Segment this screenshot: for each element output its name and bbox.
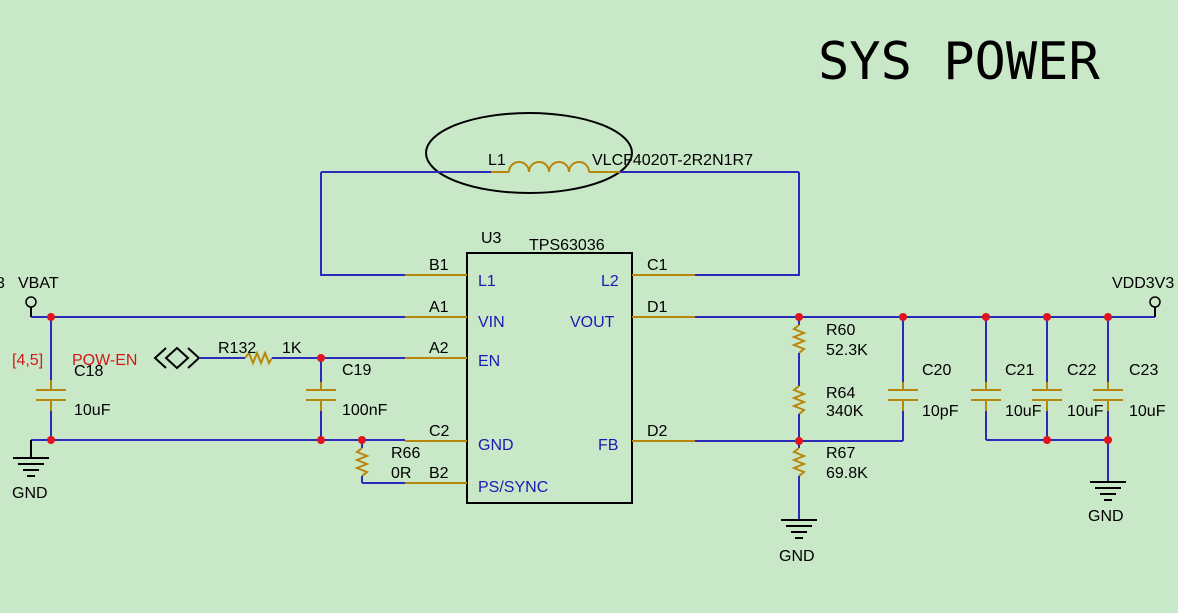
capacitor-c21: C21 10uF bbox=[971, 317, 1042, 440]
c22-ref: C22 bbox=[1067, 362, 1096, 379]
ic-ref: U3 bbox=[481, 230, 502, 247]
junction-dot bbox=[982, 313, 990, 321]
page-title: SYS POWER bbox=[818, 32, 1100, 92]
c23-ref: C23 bbox=[1129, 362, 1158, 379]
r67-ref: R67 bbox=[826, 445, 855, 462]
capacitor-c19: C19 100nF bbox=[306, 358, 388, 440]
c21-value: 10uF bbox=[1005, 403, 1042, 420]
ground-symbol-right: GND bbox=[1088, 481, 1126, 525]
c18-value: 10uF bbox=[74, 402, 111, 419]
vdd3v3-label: VDD3V3 bbox=[1112, 275, 1174, 292]
pin-d1-number: D1 bbox=[647, 299, 668, 316]
resistor-r66: R66 0R bbox=[354, 440, 420, 484]
resistor-r132: R132 1K bbox=[218, 340, 405, 366]
junction-dot bbox=[795, 437, 803, 445]
c20-ref: C20 bbox=[922, 362, 951, 379]
r66-ref: R66 bbox=[391, 445, 420, 462]
pow-en-sheet-ref: [4,5] bbox=[12, 352, 43, 369]
resistor-r60: R60 52.3K bbox=[791, 317, 868, 359]
inductor-value: VLCF4020T-2R2N1R7 bbox=[592, 152, 753, 169]
junction-dot bbox=[358, 436, 366, 444]
r132-value: 1K bbox=[282, 340, 302, 357]
gnd-label-left: GND bbox=[12, 485, 48, 502]
pin-c1-name: L2 bbox=[601, 273, 619, 290]
pin-b2-name: PS/SYNC bbox=[478, 479, 548, 496]
pin-d1-name: VOUT bbox=[570, 314, 615, 331]
vbat-label: VBAT bbox=[18, 275, 59, 292]
pin-b2-number: B2 bbox=[429, 465, 449, 482]
junction-dots bbox=[47, 313, 1112, 445]
highlight-ellipse bbox=[425, 112, 633, 194]
pin-b1-name: L1 bbox=[478, 273, 496, 290]
ic-body bbox=[466, 252, 633, 504]
c20-value: 10pF bbox=[922, 403, 959, 420]
pin-d2-number: D2 bbox=[647, 423, 668, 440]
resistor-r67: R67 69.8K bbox=[791, 445, 868, 520]
c23-value: 10uF bbox=[1129, 403, 1166, 420]
pin-c1-number: C1 bbox=[647, 257, 668, 274]
vbat-port: VBAT bbox=[18, 275, 59, 317]
c18-ref: C18 bbox=[74, 363, 103, 380]
c19-ref: C19 bbox=[342, 362, 371, 379]
pow-en-label: POW-EN bbox=[72, 352, 137, 369]
ground-symbol-mid: GND bbox=[779, 519, 817, 565]
junction-dot bbox=[1043, 313, 1051, 321]
ground-symbol-left: GND bbox=[12, 440, 49, 502]
pin-b1-number: B1 bbox=[429, 257, 449, 274]
pin-a1-name: VIN bbox=[478, 314, 505, 331]
c19-value: 100nF bbox=[342, 402, 388, 419]
gnd-label-right: GND bbox=[1088, 508, 1124, 525]
vdd3v3-port: VDD3V3 bbox=[1112, 275, 1174, 317]
ic-u3: U3 TPS63036 B1 A1 A2 C2 B2 C1 D1 D2 L1 V… bbox=[405, 230, 695, 504]
capacitor-c22: C22 10uF bbox=[1032, 317, 1104, 440]
wire-l1-right bbox=[695, 172, 800, 276]
junction-dot bbox=[47, 313, 55, 321]
r60-ref: R60 bbox=[826, 322, 855, 339]
junction-dot bbox=[317, 436, 325, 444]
resistor-r64: R64 340K bbox=[791, 385, 864, 420]
capacitor-c23: C23 10uF bbox=[1093, 317, 1166, 440]
r66-value: 0R bbox=[391, 465, 411, 482]
pin-a1-number: A1 bbox=[429, 299, 449, 316]
r64-ref: R64 bbox=[826, 385, 855, 402]
capacitor-c18: C18 10uF bbox=[36, 317, 111, 440]
c22-value: 10uF bbox=[1067, 403, 1104, 420]
r132-ref: R132 bbox=[218, 340, 256, 357]
inductor-l1: L1 VLCF4020T-2R2N1R7 bbox=[321, 152, 799, 173]
pow-en-port-icon bbox=[153, 346, 201, 370]
pin-a2-number: A2 bbox=[429, 340, 449, 357]
junction-dot bbox=[1104, 436, 1112, 444]
pin-a2-name: EN bbox=[478, 353, 500, 370]
gnd-label-mid: GND bbox=[779, 548, 815, 565]
r60-value: 52.3K bbox=[826, 342, 868, 359]
capacitor-c20: C20 10pF bbox=[888, 317, 959, 441]
junction-dot bbox=[317, 354, 325, 362]
pin-c2-number: C2 bbox=[429, 423, 450, 440]
pin-c2-name: GND bbox=[478, 437, 514, 454]
junction-dot bbox=[899, 313, 907, 321]
ic-part: TPS63036 bbox=[529, 237, 605, 254]
r64-value: 340K bbox=[826, 403, 864, 420]
pin-d2-name: FB bbox=[598, 437, 618, 454]
junction-dot bbox=[1104, 313, 1112, 321]
r67-value: 69.8K bbox=[826, 465, 868, 482]
wire-l1-left bbox=[320, 172, 405, 276]
junction-dot bbox=[795, 313, 803, 321]
c21-ref: C21 bbox=[1005, 362, 1034, 379]
inductor-ref: L1 bbox=[488, 152, 506, 169]
junction-dot bbox=[47, 436, 55, 444]
junction-dot bbox=[1043, 436, 1051, 444]
net-edge-label: 3 bbox=[0, 275, 5, 292]
